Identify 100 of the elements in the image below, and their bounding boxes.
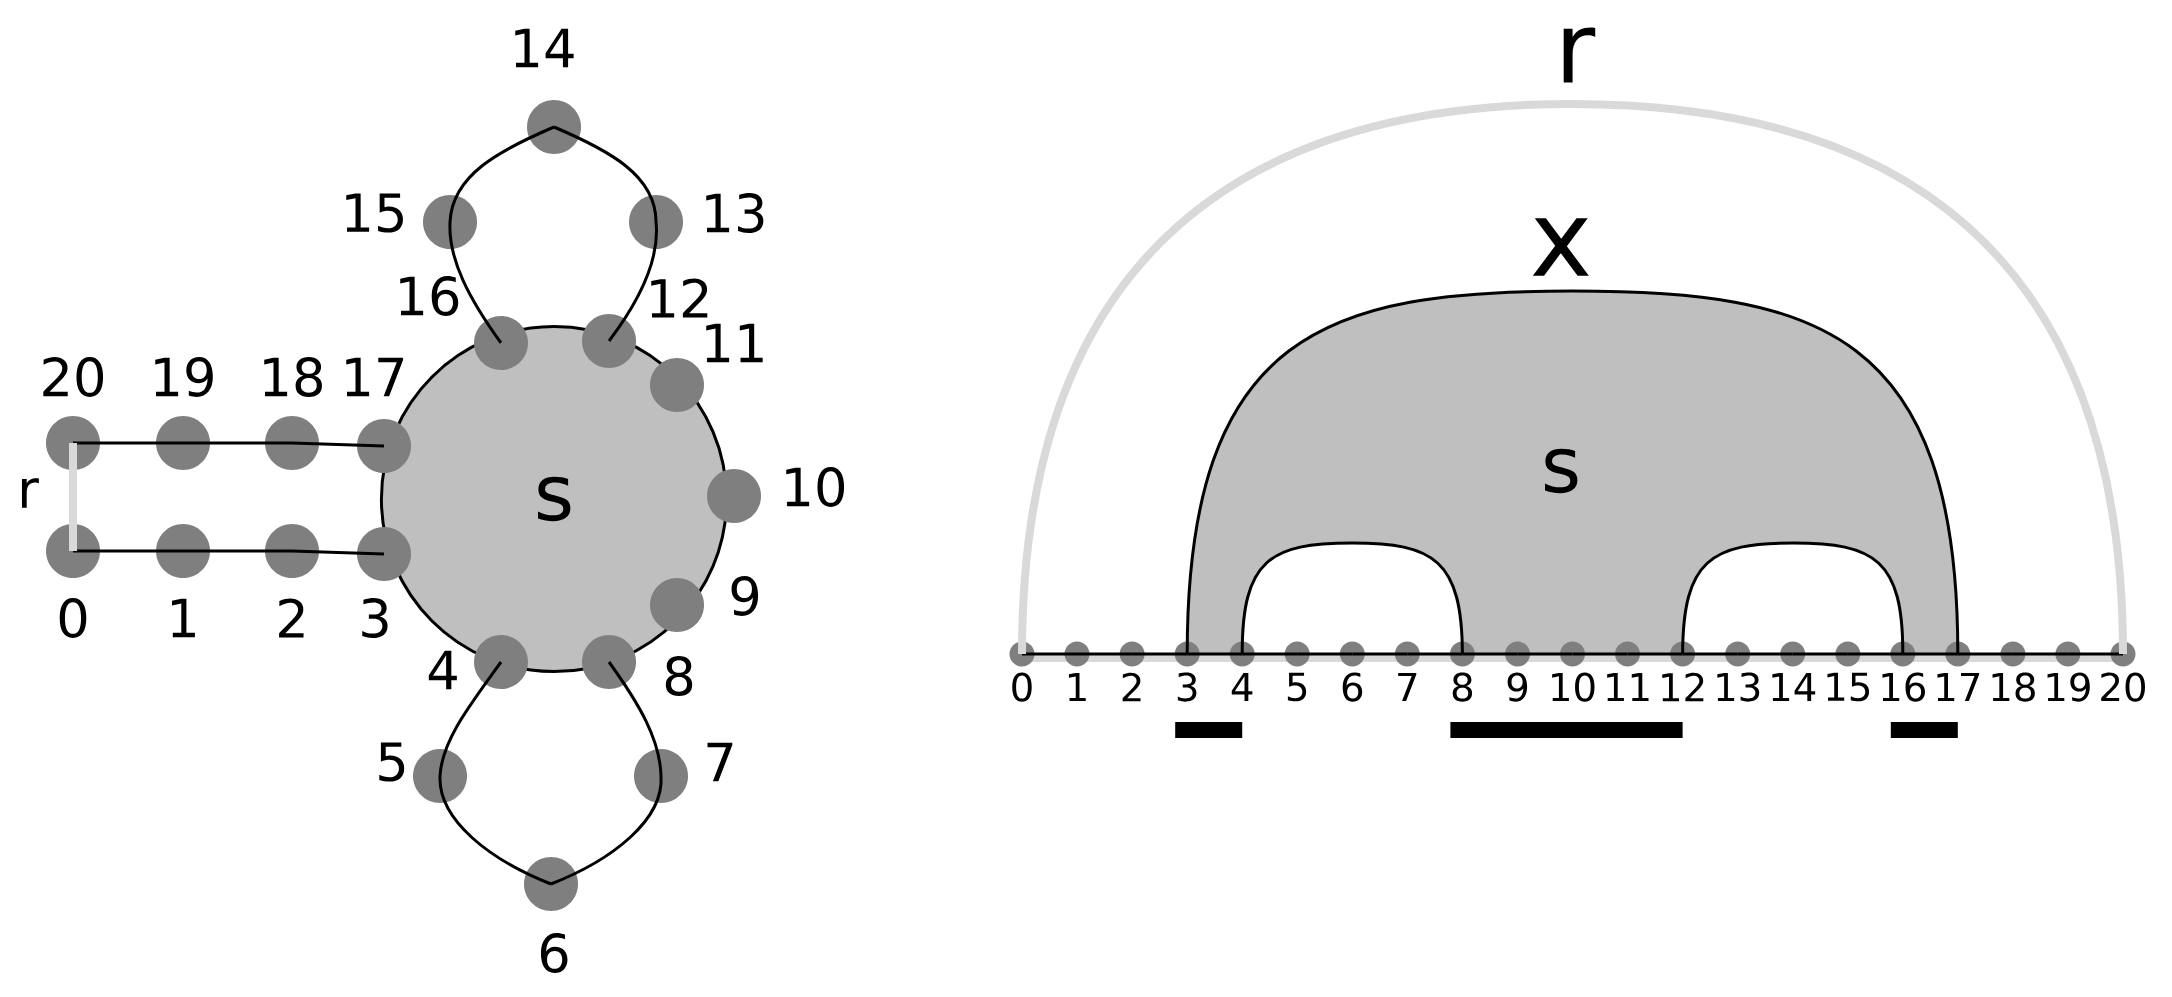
connector-line	[1957, 652, 2013, 656]
number-label: 14	[515, 28, 574, 68]
number-label: 6	[540, 933, 568, 973]
number-label: 19	[2047, 672, 2090, 702]
base-dot	[1670, 641, 1696, 667]
number-label: 0	[1012, 672, 1032, 702]
number-label: 4	[1231, 672, 1253, 702]
arc	[438, 775, 552, 886]
connector-line	[291, 549, 385, 556]
base-dot	[582, 314, 637, 368]
number-label: 1	[172, 598, 195, 638]
number-label: 20	[2101, 672, 2145, 702]
loop-region: s	[1187, 291, 1958, 654]
connector-line	[1132, 652, 1188, 656]
number-label: 19	[155, 357, 213, 397]
arc	[438, 661, 503, 777]
number-label: 6	[1342, 672, 1363, 702]
number-label: 14	[1772, 672, 1816, 702]
base-dot	[1835, 641, 1861, 667]
number-label: 18	[264, 357, 322, 397]
number-label: 0	[59, 598, 87, 638]
number-label: 16	[1882, 672, 1925, 702]
number-label: 15	[346, 193, 403, 233]
connector-line	[2012, 652, 2068, 656]
base-dot	[156, 416, 211, 470]
number-label: 13	[1717, 672, 1760, 702]
connector-line	[1352, 652, 1408, 656]
connector-line	[1902, 652, 1958, 656]
number-label: 18	[1992, 672, 2035, 702]
connector-line	[183, 441, 292, 445]
base-dot	[1505, 641, 1530, 667]
base-dot	[1560, 641, 1585, 667]
edge-label: r	[21, 478, 39, 508]
connector-line	[1737, 652, 1793, 656]
connector-line	[1297, 652, 1353, 656]
number-label: 20	[43, 357, 104, 397]
base-dot	[1284, 641, 1310, 667]
base-dot	[582, 635, 637, 689]
arc	[448, 222, 503, 344]
connector-line	[1077, 652, 1133, 656]
connector-line	[2067, 652, 2123, 656]
edge-label: r	[1563, 27, 1596, 83]
base-dot	[357, 527, 411, 581]
base-dot	[474, 316, 529, 370]
arc	[607, 661, 663, 777]
arc	[1240, 541, 1464, 655]
base-dot	[1725, 641, 1751, 667]
base-dot	[2055, 641, 2081, 667]
number-label: 17	[1937, 672, 1980, 702]
base-dot	[2000, 641, 2026, 667]
arc	[448, 125, 555, 223]
arc	[1681, 541, 1905, 655]
base-dot	[1394, 641, 1420, 667]
base-dot	[46, 524, 101, 578]
arc	[553, 125, 658, 223]
base-dot	[265, 416, 320, 470]
number-label: 9	[731, 576, 759, 616]
connector-line	[291, 441, 385, 448]
connector-line	[73, 549, 183, 553]
base-dot	[357, 419, 411, 473]
arc	[607, 221, 658, 342]
connector-line	[73, 441, 183, 445]
connector-line	[1792, 652, 1848, 656]
number-label: 12	[1662, 672, 1704, 702]
number-label: 7	[707, 742, 733, 782]
base-dot	[423, 195, 478, 249]
connector-line	[1242, 652, 1298, 656]
number-label: 2	[1122, 672, 1141, 702]
number-label: 16	[400, 276, 459, 316]
connector-line	[69, 443, 77, 551]
base-dot	[1339, 641, 1365, 667]
base-dot	[634, 748, 689, 803]
connector-line	[1462, 652, 1518, 656]
base-dot	[1064, 641, 1090, 667]
base-dot	[1945, 641, 1971, 667]
number-label: 2	[279, 598, 304, 638]
arc	[1018, 100, 2127, 655]
connector-line	[1407, 652, 1463, 656]
connector-line	[1847, 652, 1903, 656]
number-label: 12	[651, 278, 708, 318]
base-dot	[1229, 641, 1255, 667]
number-label: 3	[1177, 672, 1197, 702]
number-label: 10	[786, 467, 845, 507]
base-dot	[524, 857, 579, 911]
edge-label: x	[1532, 218, 1589, 276]
connector-line	[1517, 652, 1573, 656]
number-label: 5	[379, 742, 405, 782]
base-dot	[1780, 641, 1806, 667]
connector-line	[1022, 652, 1077, 656]
connector-line	[1682, 652, 1738, 656]
number-label: 5	[1287, 672, 1307, 702]
base-dot	[413, 748, 468, 803]
base-dot	[1119, 641, 1145, 667]
number-label: 15	[1827, 672, 1870, 702]
connector-line	[183, 549, 292, 553]
connector-line	[1187, 652, 1243, 656]
number-label: 8	[1452, 672, 1473, 702]
base-dot	[156, 524, 211, 578]
base-dot	[1174, 641, 1200, 667]
base-dot	[707, 469, 761, 523]
